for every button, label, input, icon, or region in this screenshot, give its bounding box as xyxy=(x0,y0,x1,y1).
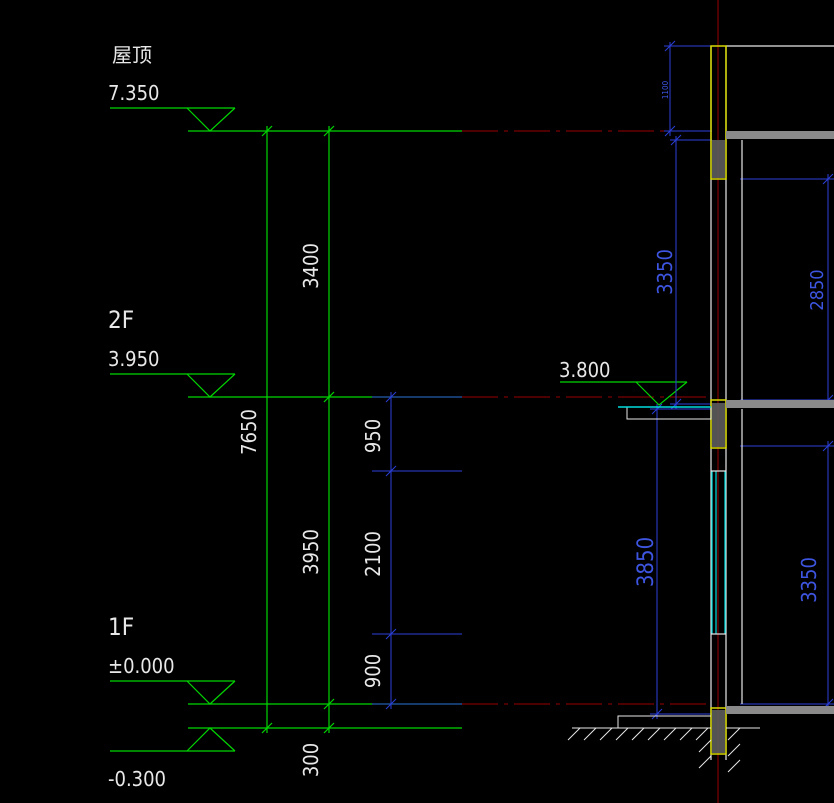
ground-hatch xyxy=(567,727,760,773)
second-floor-name: 2F xyxy=(108,306,134,334)
lower-inner-section-dim: 3350 xyxy=(797,557,821,603)
upper-story-dim: 3400 xyxy=(299,243,323,289)
window-top-dim: 950 xyxy=(361,419,385,453)
window-mid-dim: 2100 xyxy=(361,531,385,577)
parapet-dim: 1100 xyxy=(661,80,670,99)
window-dimension-lines xyxy=(372,391,462,710)
base-dim: 300 xyxy=(299,743,323,777)
section-dimension-labels: 1100 3350 2850 3850 3350 xyxy=(634,80,828,602)
lower-story-dim: 3950 xyxy=(299,529,323,575)
window-bottom-dim: 900 xyxy=(361,654,385,688)
second-floor-elevation: 3.950 xyxy=(108,347,160,371)
level-lines xyxy=(110,107,688,752)
first-floor-name: 1F xyxy=(108,613,134,641)
lower-story-section-dim: 3850 xyxy=(634,537,659,587)
building-section xyxy=(617,45,834,760)
upper-inner-section-dim: 2850 xyxy=(807,269,828,310)
roof-level-name: 屋顶 xyxy=(112,43,152,67)
first-floor-elevation: ±0.000 xyxy=(108,654,175,678)
level-labels: 屋顶 7.350 2F 3.950 1F ±0.000 -0.300 3.800 xyxy=(108,43,611,791)
upper-story-section-dim: 3350 xyxy=(653,249,677,295)
roof-level-elevation: 7.350 xyxy=(108,81,160,105)
left-dimension-labels: 7650 3400 3950 300 xyxy=(237,243,323,777)
ground-elevation: -0.300 xyxy=(108,767,166,791)
floor-reference-lines xyxy=(462,130,712,705)
slab-elevation: 3.800 xyxy=(559,358,611,382)
window-dimension-labels: 950 2100 900 xyxy=(361,419,385,688)
total-height-dim: 7650 xyxy=(237,409,261,455)
